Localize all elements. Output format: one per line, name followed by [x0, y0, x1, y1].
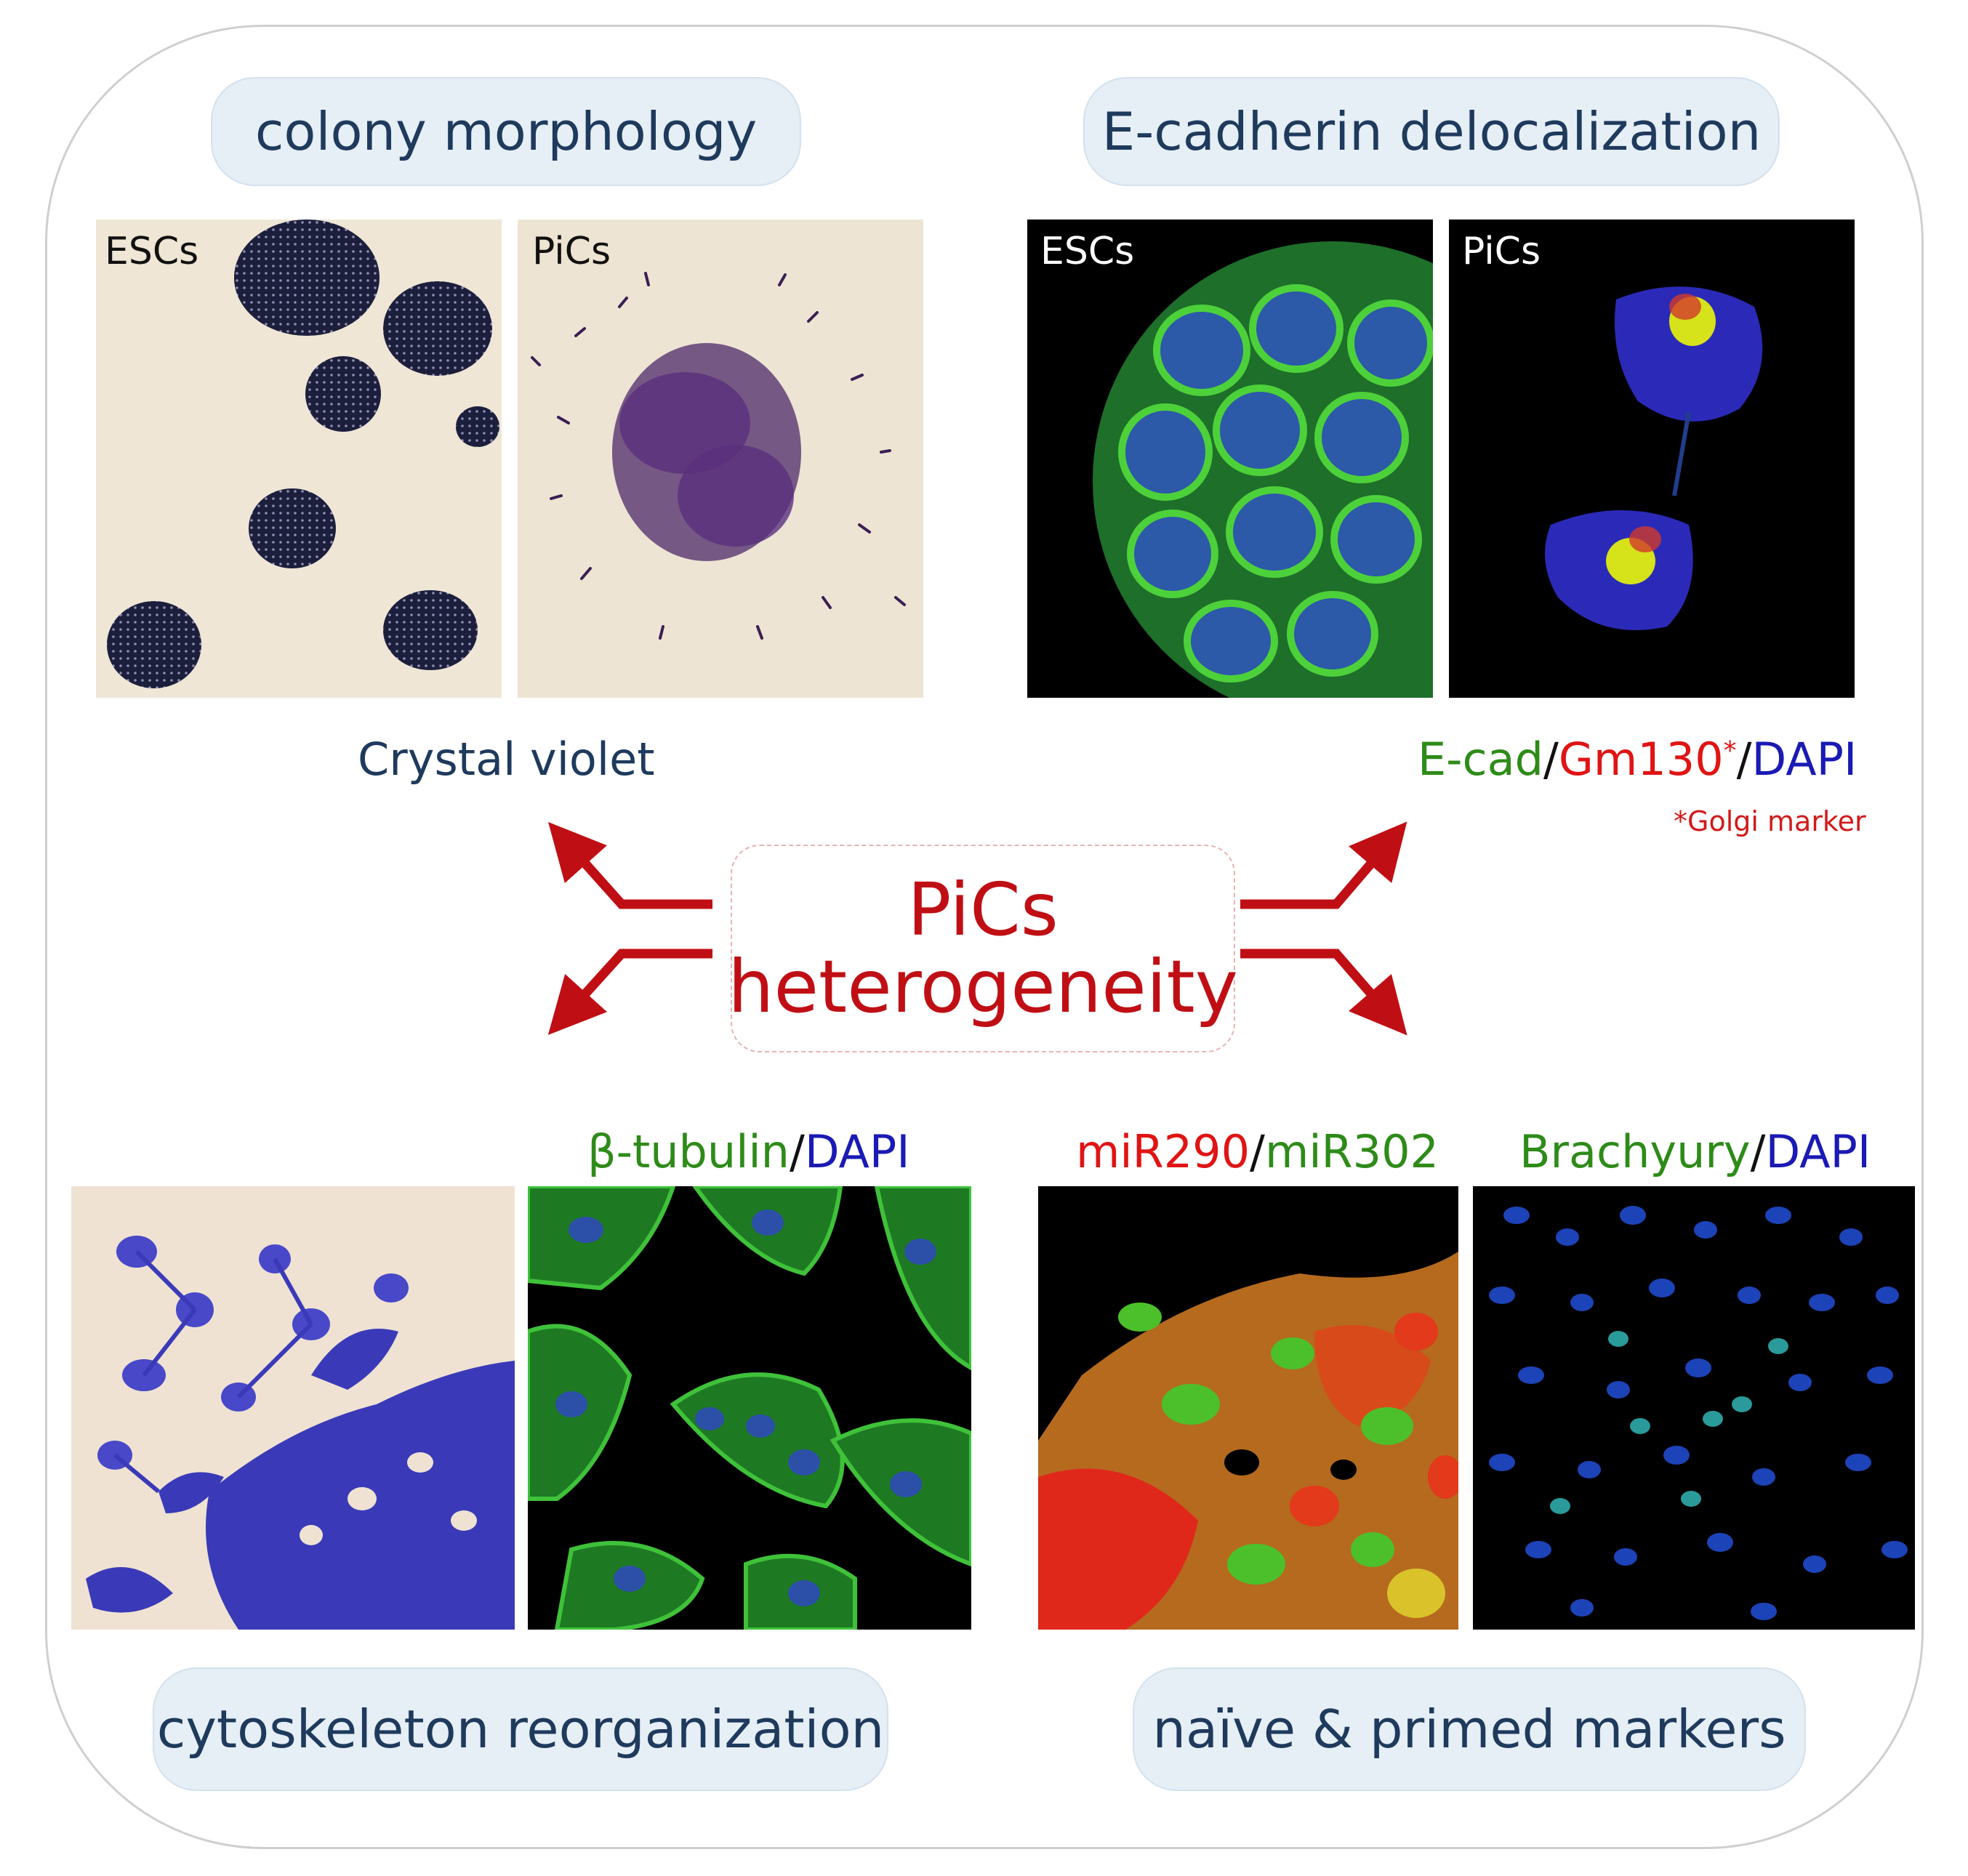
label-dapi: DAPI: [1751, 733, 1857, 786]
escs-ecadherin-image: ESCs: [1027, 220, 1433, 698]
label-dapi: DAPI: [1765, 1125, 1871, 1178]
label-sep: /: [1543, 733, 1559, 786]
stain-tubulin-dapi: β-tubulin/DAPI: [587, 1125, 910, 1178]
panel-label-escs: ESCs: [105, 230, 199, 273]
pics-crystal-violet-image: PiCs: [518, 220, 923, 698]
golgi-marker-note: *Golgi marker: [1674, 805, 1866, 837]
panel-label-escs: ESCs: [1040, 230, 1135, 273]
panel-label-pics: PiCs: [1462, 230, 1541, 273]
panel-label-pics: PiCs: [532, 230, 611, 273]
brachyury-dapi-image: [1473, 1186, 1915, 1630]
label-sep: /: [789, 1125, 805, 1178]
label-gm130: Gm130: [1558, 733, 1724, 786]
stain-mir290-mir302: miR290/miR302: [1076, 1125, 1439, 1178]
label-brachyury: Brachyury: [1519, 1125, 1751, 1178]
stain-brachyury-dapi: Brachyury/DAPI: [1519, 1125, 1871, 1178]
title-colony-morphology: colony morphology: [211, 77, 801, 186]
stain-crystal-violet: Crystal violet: [358, 733, 655, 786]
label-beta-tubulin: β-tubulin: [587, 1125, 790, 1178]
label-star: *: [1723, 736, 1737, 766]
title-ecadherin-delocalization: E-cadherin delocalization: [1083, 77, 1780, 186]
pics-ecadherin-image: PiCs: [1449, 220, 1855, 698]
label-dapi: DAPI: [804, 1125, 910, 1178]
stain-ecad-gm130-dapi: E-cad/Gm130*/DAPI: [1418, 733, 1857, 786]
label-mir290: miR290: [1076, 1125, 1250, 1178]
label-sep: /: [1250, 1125, 1265, 1178]
label-sep: /: [1736, 733, 1752, 786]
label-sep: /: [1750, 1125, 1766, 1178]
label-mir302: miR302: [1264, 1125, 1439, 1178]
pics-heterogeneity-box: PiCs heterogeneity: [728, 845, 1238, 1052]
center-title-line2: heterogeneity: [728, 944, 1238, 1029]
mir290-mir302-image: [1038, 1186, 1458, 1630]
title-naive-primed-markers: naïve & primed markers: [1133, 1667, 1806, 1791]
title-cytoskeleton-reorganization: cytoskeleton reorganization: [153, 1667, 888, 1791]
escs-crystal-violet-image: ESCs: [96, 220, 502, 698]
cytoskeleton-crystal-violet-image: [71, 1186, 515, 1630]
beta-tubulin-image: [528, 1186, 971, 1630]
center-title-line1: PiCs: [907, 867, 1059, 952]
label-ecad: E-cad: [1418, 733, 1543, 786]
